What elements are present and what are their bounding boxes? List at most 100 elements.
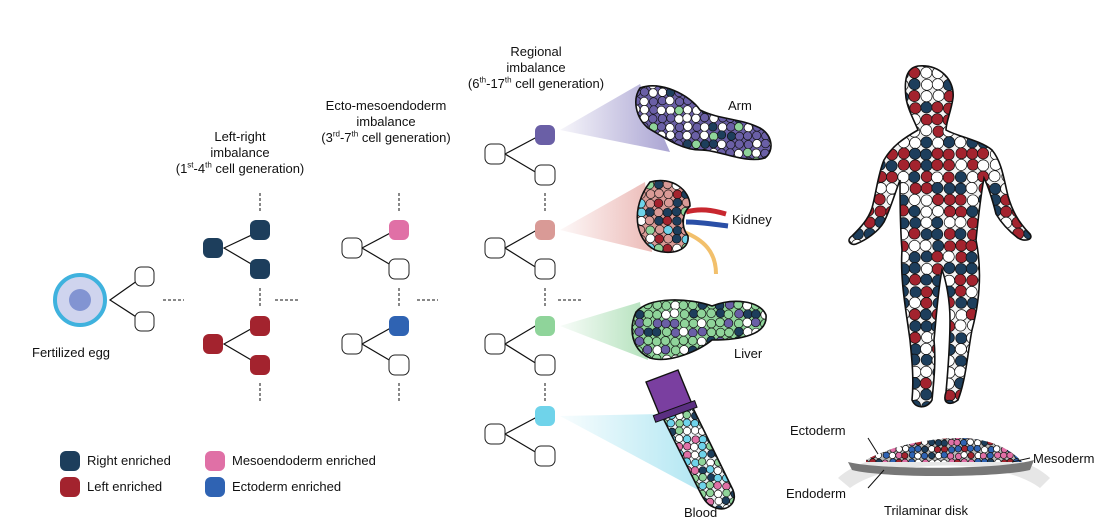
cell-dot — [851, 319, 864, 332]
cell-dot — [1001, 124, 1014, 137]
cell-dot — [909, 320, 922, 333]
cell-dot — [645, 233, 656, 244]
cell-dot — [978, 240, 991, 253]
cell-dot — [863, 124, 876, 137]
legend-label-meso: Mesoendoderm enriched — [232, 453, 376, 468]
cell-dot — [920, 297, 933, 310]
cell-dot — [942, 65, 955, 68]
cell-dot — [973, 438, 981, 441]
cell-dot — [660, 489, 668, 499]
cell-dot — [768, 121, 772, 131]
cell-dot — [897, 263, 910, 276]
cell-dot — [849, 147, 852, 160]
cell-dot — [966, 438, 974, 446]
cell-dot — [1011, 399, 1024, 407]
cell-dot — [849, 65, 852, 69]
cell-dot — [1024, 262, 1031, 275]
cell-dot — [943, 262, 956, 274]
cell-dot — [988, 79, 1001, 92]
cell-dot — [742, 87, 752, 97]
cell-dot — [689, 354, 699, 360]
cell-dot — [706, 327, 717, 338]
cell-dot — [639, 96, 649, 107]
cell-dot — [654, 224, 665, 235]
cell-dot — [1024, 193, 1031, 206]
legend-swatch-meso — [205, 451, 225, 471]
cell-dot — [1013, 439, 1021, 447]
cell-dot — [928, 452, 936, 460]
cell-dot — [1000, 446, 1008, 454]
cell-dot — [1023, 79, 1031, 91]
cell-dot — [849, 205, 853, 218]
cell-dot — [662, 243, 673, 253]
cell-dot — [967, 451, 975, 460]
cell-dot — [954, 136, 967, 149]
cell-dot — [1023, 147, 1031, 160]
cell-dot — [706, 318, 717, 329]
cell-dot — [989, 66, 1002, 79]
cell-dot — [751, 309, 761, 319]
cell-dot — [849, 320, 852, 332]
cell-dot — [943, 136, 956, 149]
cell-dot — [690, 489, 700, 498]
cell-dot — [979, 452, 987, 460]
cell-dot — [851, 170, 864, 183]
cell-dot — [866, 452, 869, 460]
cell-dot — [849, 102, 852, 114]
cell-dot — [743, 85, 753, 89]
cell-dot — [627, 253, 636, 262]
liver-label: Liver — [734, 346, 763, 361]
cell-dot — [654, 234, 664, 244]
cell-dot — [639, 105, 650, 115]
cell-dot — [873, 308, 886, 321]
cell-dot — [1012, 159, 1025, 172]
trilaminar-disk-icon — [838, 437, 1050, 489]
cell-dot — [665, 123, 675, 133]
cell-dot — [849, 377, 853, 390]
cell-dot — [717, 105, 727, 115]
cell-dot — [691, 113, 701, 123]
cell-dot — [989, 240, 1002, 253]
cell-dot — [986, 438, 994, 446]
cell-dot — [885, 251, 898, 264]
cell-dot — [706, 402, 716, 412]
cell-dot — [851, 400, 864, 407]
cell-dot — [722, 434, 731, 443]
cell-dot — [652, 318, 663, 329]
cell-dot — [920, 124, 933, 137]
cell-dot — [1012, 297, 1025, 309]
cell-dot — [955, 251, 968, 264]
cell-dot — [681, 251, 690, 253]
cell-dot — [849, 194, 853, 207]
cell-dot — [955, 239, 968, 252]
cell-dot — [931, 274, 944, 287]
blood-label: Blood — [684, 505, 718, 520]
cell-dot — [849, 239, 853, 252]
cell-dot — [955, 65, 968, 69]
cell-dot — [669, 308, 680, 319]
cell-dot — [909, 286, 922, 299]
cell-dot — [717, 96, 727, 106]
cell-dot — [947, 452, 955, 460]
cell-dot — [896, 240, 909, 253]
cell-dot — [886, 342, 899, 355]
cell-dot — [1000, 160, 1013, 172]
cell-dot — [902, 445, 910, 453]
cell-dot — [1000, 320, 1013, 333]
cell-dot — [656, 105, 666, 115]
cell-dot — [681, 180, 690, 181]
cell-dot — [632, 326, 635, 337]
cell-dot — [851, 378, 863, 390]
cell-dot — [909, 102, 922, 115]
cell-dot — [932, 89, 945, 102]
cell-dot — [1023, 343, 1031, 356]
cell-dot — [713, 404, 723, 413]
cell-dot — [947, 438, 955, 440]
cell-dot — [769, 114, 772, 124]
cell-dot — [721, 411, 730, 420]
cell-dot — [1012, 251, 1024, 264]
cell-dot — [690, 131, 701, 141]
cell-empty — [134, 311, 155, 332]
cell-dot — [977, 297, 990, 309]
cell-dot — [640, 148, 650, 158]
